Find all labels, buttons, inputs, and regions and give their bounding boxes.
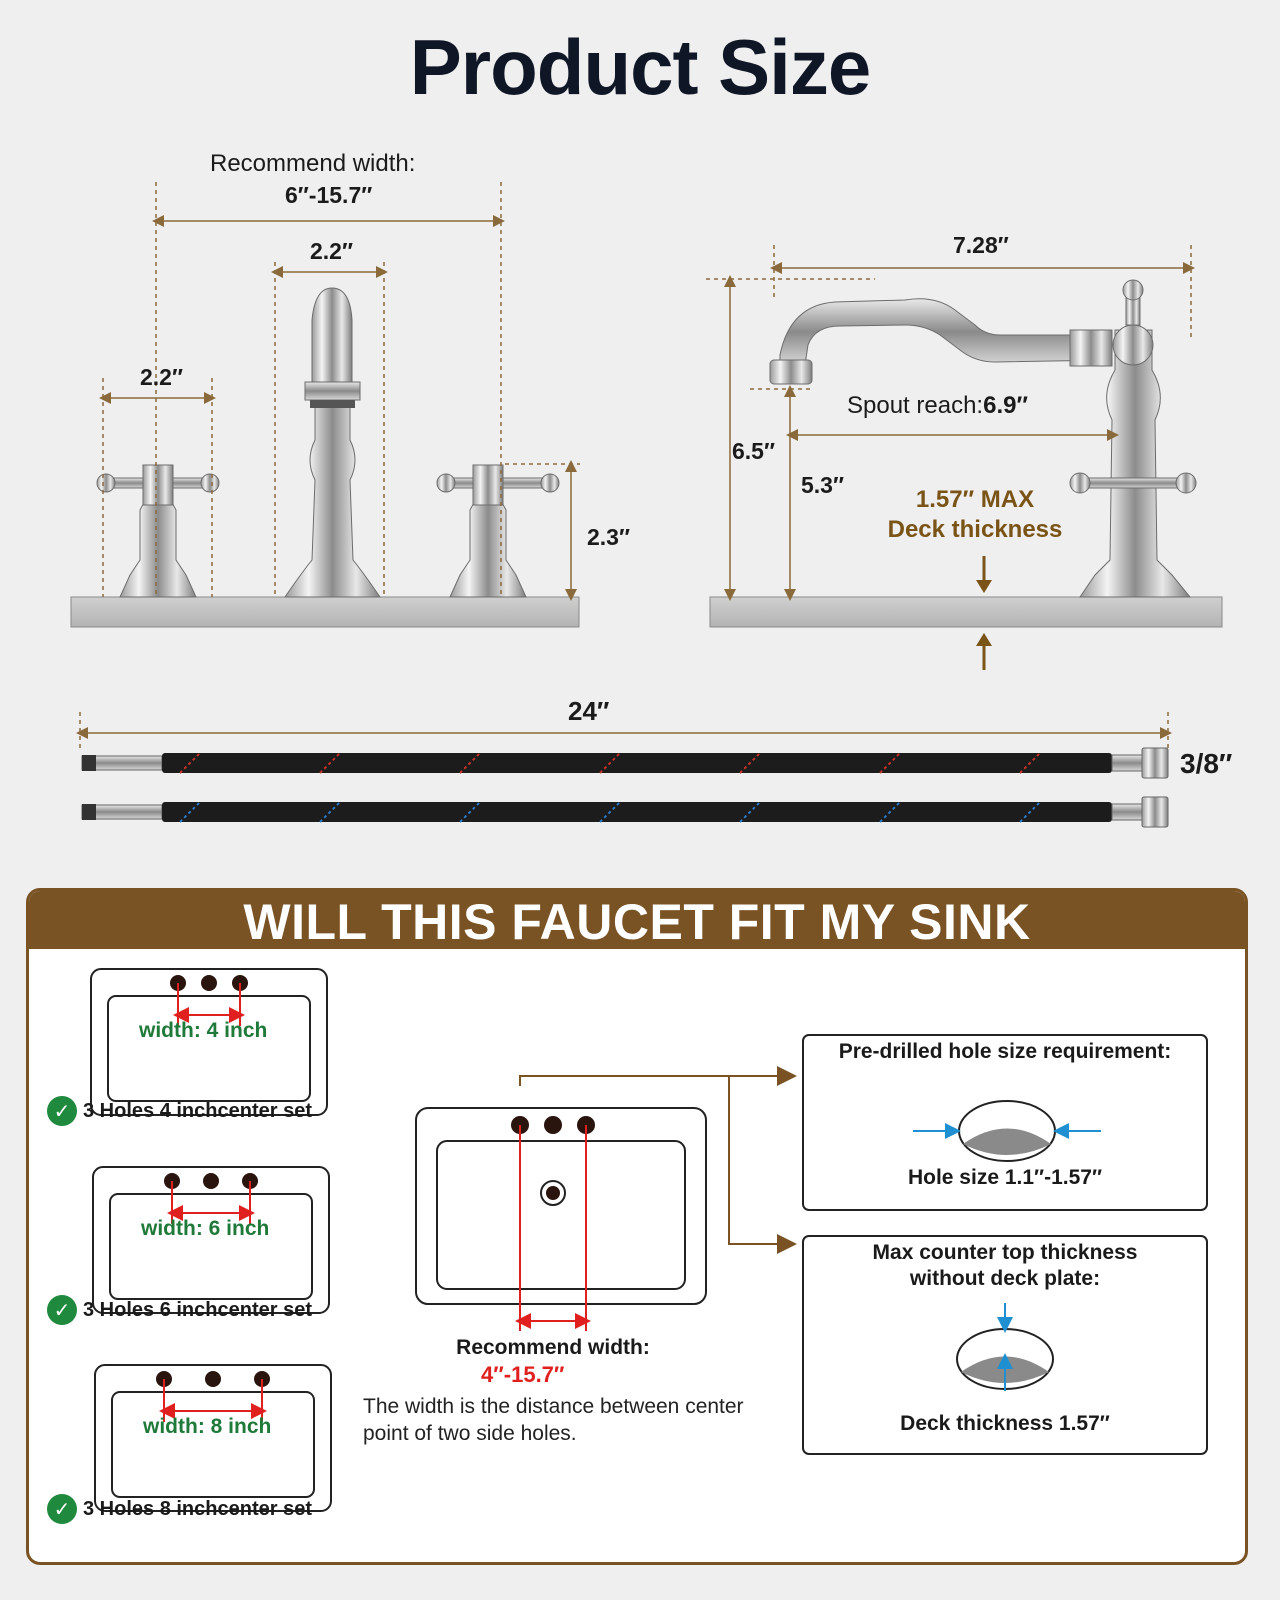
hose-dimension-line	[76, 712, 1172, 752]
hose-length-label: 24″	[568, 696, 610, 726]
front-dimension-lines	[99, 182, 580, 601]
hole-graphic	[913, 1100, 1101, 1162]
option-2-caption-text: 3 Holes 6 inchcenter set	[83, 1298, 312, 1321]
product-dimension-drawing	[70, 182, 1223, 828]
deck-box-title-2: without deck plate:	[909, 1267, 1101, 1290]
spout-reach-text: Spout reach:	[847, 392, 984, 419]
hose-red	[81, 747, 1169, 779]
deck-slab-front	[70, 596, 580, 628]
option-3-width: width: 8 inch	[143, 1415, 272, 1438]
option-2-caption: ✓ 3 Holes 6 inchcenter set	[47, 1295, 312, 1325]
hole-box-title: Pre-drilled hole size requirement:	[838, 1040, 1172, 1063]
center-recommend-value: 4″-15.7″	[481, 1362, 565, 1387]
side-dimension-lines	[706, 245, 1195, 601]
sink-option-8in	[94, 1364, 332, 1512]
center-sink	[415, 1107, 707, 1331]
left-handle	[96, 464, 220, 598]
total-length-label: 7.28″	[953, 232, 1009, 258]
side-faucet	[769, 279, 1197, 598]
option-3-caption: ✓ 3 Holes 8 inchcenter set	[47, 1494, 312, 1524]
center-recommend-label: Recommend width:	[456, 1336, 650, 1359]
front-recommend-label: Recommend width:	[210, 150, 416, 177]
option-1-width: width: 4 inch	[139, 1019, 268, 1042]
deck-slab-side	[709, 596, 1223, 628]
option-3-caption-text: 3 Holes 8 inchcenter set	[83, 1497, 312, 1520]
page-title: Product Size	[409, 23, 871, 111]
spout-height-label: 5.3″	[801, 472, 844, 498]
check-icon: ✓	[47, 1295, 77, 1325]
spout-reach-value: 6.9″	[983, 392, 1028, 419]
center-spout	[284, 287, 381, 598]
hose-blue	[81, 796, 1169, 828]
height-label: 6.5″	[732, 438, 775, 464]
option-1-caption-text: 3 Holes 4 inchcenter set	[83, 1099, 312, 1122]
deck-graphic	[956, 1303, 1054, 1391]
deck-thickness-arrows	[976, 556, 992, 670]
deck-max-label: 1.57″ MAX	[915, 486, 1035, 513]
front-recommend-value: 6″-15.7″	[285, 182, 373, 208]
hole-box-caption: Hole size 1.1″-1.57″	[907, 1166, 1103, 1189]
option-2-width: width: 6 inch	[141, 1217, 270, 1240]
deck-thickness-label: Deck thickness	[887, 516, 1063, 543]
check-icon: ✓	[47, 1494, 77, 1524]
check-icon: ✓	[47, 1096, 77, 1126]
connector-arrows	[519, 1066, 797, 1254]
fit-panel-heading: WILL THIS FAUCET FIT MY SINK	[29, 891, 1245, 950]
deck-box-caption: Deck thickness 1.57″	[900, 1412, 1110, 1435]
handle-width-label: 2.2″	[140, 364, 183, 390]
sink-option-6in	[92, 1166, 330, 1314]
center-note: The width is the distance between center…	[363, 1395, 744, 1445]
fit-panel-drawing	[90, 968, 1208, 1512]
handle-height-label: 2.3″	[587, 524, 630, 550]
option-1-caption: ✓ 3 Holes 4 inchcenter set	[47, 1096, 312, 1126]
spout-reach-label: Spout reach:6.9″	[847, 392, 1028, 420]
right-handle	[436, 464, 560, 598]
sink-option-4in	[90, 968, 328, 1116]
fit-panel: WILL THIS FAUCET FIT MY SINK	[26, 888, 1248, 1565]
hose-connector-label: 3/8″	[1180, 748, 1233, 779]
spout-width-label: 2.2″	[310, 238, 353, 264]
deck-box-title-1: Max counter top thickness	[872, 1241, 1138, 1264]
